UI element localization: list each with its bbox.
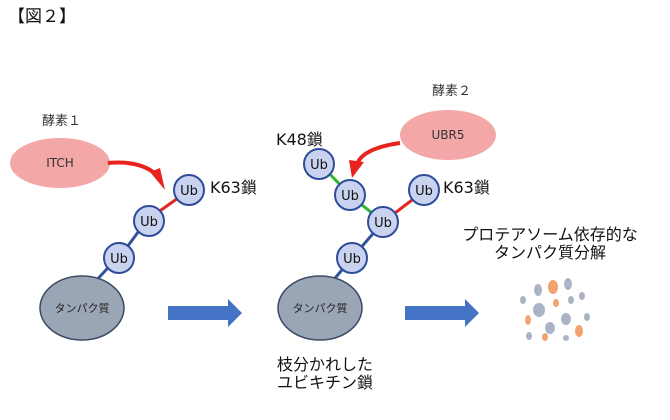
figure-label: 【図２】: [8, 7, 76, 27]
ub-left-2-label: Ub: [140, 215, 158, 230]
ub-right-1-label: Ub: [343, 252, 361, 267]
protein-left: [39, 275, 125, 341]
degradation-caption-line1: プロテアソーム依存的な: [462, 225, 638, 244]
branched-caption-line2: ユビキチン鎖: [276, 373, 373, 393]
enzyme1-name: ITCH: [46, 156, 74, 170]
progress-arrow-2: [405, 299, 479, 327]
ub-right-k48-1-label: Ub: [341, 189, 359, 204]
protein-left-label: タンパク質: [55, 301, 110, 315]
enzyme2-arrowhead: [349, 160, 364, 178]
ub-right-k48-2-label: Ub: [310, 158, 328, 173]
ub-left-2: [133, 205, 165, 237]
enzyme1-arrow: [107, 160, 159, 177]
ub-right-k48-2: [303, 148, 335, 180]
enzyme2-name: UBR5: [432, 128, 465, 142]
enzyme2-ellipse: [400, 110, 496, 160]
ub-right-branch: [367, 206, 399, 238]
ub-left-3: [173, 174, 205, 206]
enzyme1-ellipse: [10, 138, 110, 188]
degradation-fragments: [520, 278, 590, 341]
ub-left-1: [103, 242, 135, 274]
progress-arrow-1: [168, 299, 242, 327]
branched-caption: 枝分かれした ユビキチン鎖: [255, 355, 395, 393]
enzyme1-arrowhead: [150, 168, 165, 190]
protein-right-label: タンパク質: [293, 301, 348, 315]
ub-left-3-label: Ub: [180, 184, 198, 199]
degradation-caption: プロテアソーム依存的な タンパク質分解: [440, 225, 660, 263]
ub-right-k63-label: Ub: [415, 184, 433, 199]
enzyme2-arrow: [356, 141, 401, 164]
enzyme2-label: 酵素２: [432, 84, 472, 99]
k63-label-left: K63鎖: [210, 178, 257, 197]
ub-left-1-label: Ub: [110, 252, 128, 267]
degradation-caption-line2: タンパク質分解: [493, 243, 606, 263]
k48-label: K48鎖: [276, 130, 323, 149]
ub-right-1: [336, 242, 368, 274]
branched-caption-line1: 枝分かれした: [276, 355, 373, 374]
ub-right-branch-label: Ub: [374, 216, 392, 231]
protein-right: [277, 275, 363, 341]
ub-right-k48-1: [334, 179, 366, 211]
k63-label-right: K63鎖: [443, 178, 490, 197]
ub-right-k63: [408, 174, 440, 206]
enzyme1-label: 酵素１: [42, 114, 82, 129]
